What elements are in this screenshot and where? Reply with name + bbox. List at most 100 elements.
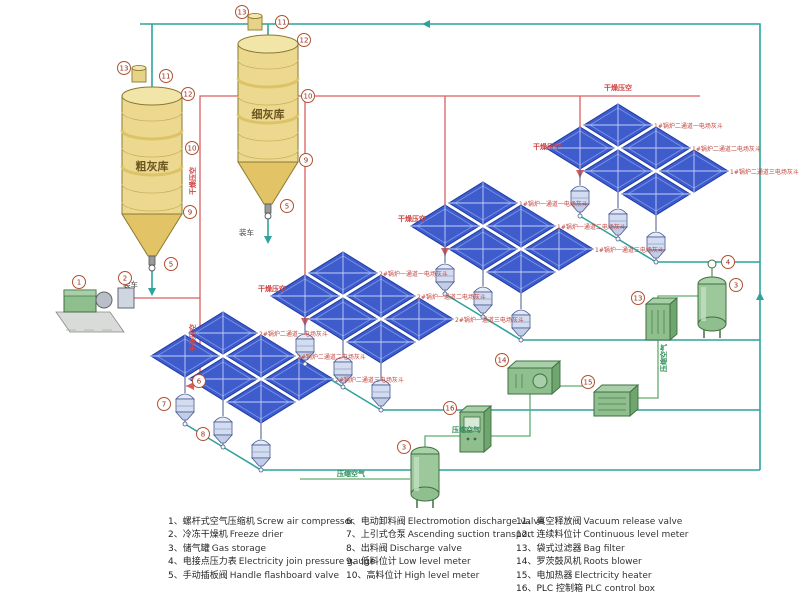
- hopper-row-label: 1#锅炉一通道三电场灰斗: [595, 246, 664, 254]
- legend-item-chinese: 电接点压力表: [182, 557, 237, 568]
- legend-item-english: Gas storage: [211, 543, 266, 554]
- legend-item-english: Screw air compressor: [256, 517, 354, 527]
- legend-item-english: Vacuum release valve: [583, 517, 683, 527]
- legend-item-english: Electricity join pressure gauge: [238, 557, 376, 568]
- legend-item-english: Ascending suction transport: [407, 530, 535, 541]
- equipment-number: 13: [120, 65, 129, 73]
- legend-item: 14罗茨鼓风机Roots blower: [516, 556, 726, 569]
- legend-item-number: 2: [168, 530, 183, 540]
- legend-item-chinese: 连续料位计: [536, 530, 582, 541]
- equipment-number: 2: [123, 275, 127, 283]
- esp-hopper-grid: [545, 103, 729, 265]
- legend-column-2: 6电动卸料阀Electromotion discharge valve7上引式仓…: [346, 516, 544, 596]
- equipment-number-marker: 3: [729, 278, 743, 292]
- compressed-air-pipe: [638, 340, 659, 399]
- pump-vessel: [175, 385, 195, 427]
- legend-item: 2冷冻干燥机Freeze drier: [168, 529, 346, 542]
- hopper-row-label: 2#锅炉一通道三电场灰斗: [455, 316, 524, 324]
- legend-item: 11真空释放阀Vacuum release valve: [516, 516, 726, 529]
- dry-air-label: 干燥压空: [188, 167, 197, 195]
- pump-vessel: [570, 177, 590, 219]
- silo-fine: 细灰库: [236, 11, 300, 221]
- equipment-number: 5: [169, 261, 173, 269]
- legend-item: 7上引式仓泵Ascending suction transport: [346, 529, 534, 542]
- esp-hopper-grid: [270, 251, 454, 413]
- legend-item-english: PLC control box: [585, 584, 655, 595]
- legend-column-3: 11真空释放阀Vacuum release valve12连续料位计Contin…: [516, 516, 726, 596]
- legend-item-chinese: 冷冻干燥机: [182, 530, 228, 541]
- equipment-number-marker: 7: [157, 397, 171, 411]
- legend-item-english: Freeze drier: [229, 530, 284, 541]
- legend-item-number: 16: [516, 584, 536, 594]
- equipment-number-marker: 13: [631, 291, 645, 305]
- freeze-drier-unit: [117, 287, 135, 309]
- esp-hopper-grid: [150, 311, 334, 473]
- legend-item-english: Roots blower: [583, 557, 642, 568]
- hopper-row-label: 2#锅炉一通道一电场灰斗: [379, 270, 448, 278]
- equipment-number-marker: 10: [185, 141, 199, 155]
- legend: 1螺杆式空气压缩机Screw air compressor2冷冻干燥机Freez…: [168, 516, 796, 596]
- hopper-row-label: 2#锅炉二通道三电场灰斗: [335, 376, 404, 384]
- equipment-number: 13: [238, 9, 247, 17]
- legend-item-english: Continuous level meter: [583, 530, 689, 541]
- flow-arrow: [422, 20, 430, 28]
- equipment-number-marker: 14: [495, 353, 509, 367]
- legend-item-number: 15: [516, 571, 536, 581]
- legend-item: 9低料位计Low level meter: [346, 556, 516, 569]
- legend-item-number: 10: [346, 571, 366, 581]
- plc-control-box: [458, 405, 493, 453]
- equipment-number: 8: [201, 431, 205, 439]
- electricity-heater-unit: [592, 384, 640, 417]
- compressor-base: [55, 311, 125, 333]
- dry-air-label: 干燥压空: [258, 284, 286, 293]
- legend-item-english: Low level meter: [398, 557, 471, 568]
- gas-storage-tank-right: [697, 259, 727, 339]
- air-compressor-unit: [55, 287, 135, 333]
- dry-air-label: 干燥压空: [604, 83, 632, 92]
- equipment-number-marker: 11: [275, 15, 289, 29]
- bag-filter-unit: [644, 297, 679, 341]
- hopper-row-label: 1#锅炉一通道二电场灰斗: [557, 223, 626, 231]
- equipment-number: 10: [188, 145, 197, 153]
- equipment-number: 3: [402, 444, 406, 452]
- conveying-pipe: [579, 215, 760, 263]
- equipment-number: 16: [446, 405, 455, 413]
- legend-item: 8出料阀Discharge valve: [346, 543, 516, 556]
- equipment-number: 4: [726, 259, 731, 267]
- legend-item-number: 7: [346, 530, 361, 540]
- legend-item-chinese: 低料位计: [360, 557, 397, 568]
- compressed-air-label: 压缩空气: [659, 344, 668, 372]
- silo-coarse-label: 粗灰库: [136, 159, 169, 173]
- equipment-number-marker: 12: [297, 33, 311, 47]
- legend-item-number: 13: [516, 544, 536, 554]
- legend-item: 13袋式过滤器Bag filter: [516, 543, 726, 556]
- silo-coarse: 粗灰库: [120, 63, 184, 273]
- legend-item-chinese: 上引式仓泵: [360, 530, 406, 541]
- legend-item-number: 6: [346, 517, 361, 527]
- legend-item-chinese: 电加热器: [536, 570, 573, 581]
- legend-item-chinese: 罗茨鼓风机: [536, 557, 582, 568]
- equipment-number-marker: 12: [181, 87, 195, 101]
- equipment-number: 11: [162, 73, 171, 81]
- legend-item-number: 3: [168, 544, 183, 554]
- flow-arrow: [186, 382, 194, 390]
- legend-item-english: High level meter: [404, 570, 480, 581]
- equipment-number-marker: 16: [443, 401, 457, 415]
- equipment-number: 3: [734, 282, 738, 290]
- legend-item: 12连续料位计Continuous level meter: [516, 529, 726, 542]
- hopper-row-label: 1#锅炉二通道二电场灰斗: [692, 145, 761, 153]
- equipment-number: 1: [77, 279, 81, 287]
- legend-item: 1螺杆式空气压缩机Screw air compressor: [168, 516, 354, 529]
- legend-item-chinese: 手动插板阀: [182, 570, 228, 581]
- blower-impeller: [532, 373, 548, 389]
- dry-air-label: 干燥压空: [398, 214, 426, 223]
- truck-loading-label: 装车: [239, 227, 254, 237]
- legend-item-english: Bag filter: [583, 543, 625, 554]
- flow-arrow: [264, 236, 272, 244]
- equipment-number: 7: [162, 401, 166, 409]
- equipment-number-marker: 8: [196, 427, 210, 441]
- legend-item-english: Handle flashboard valve: [229, 570, 339, 581]
- dry-air-label: 干燥压空: [533, 142, 561, 151]
